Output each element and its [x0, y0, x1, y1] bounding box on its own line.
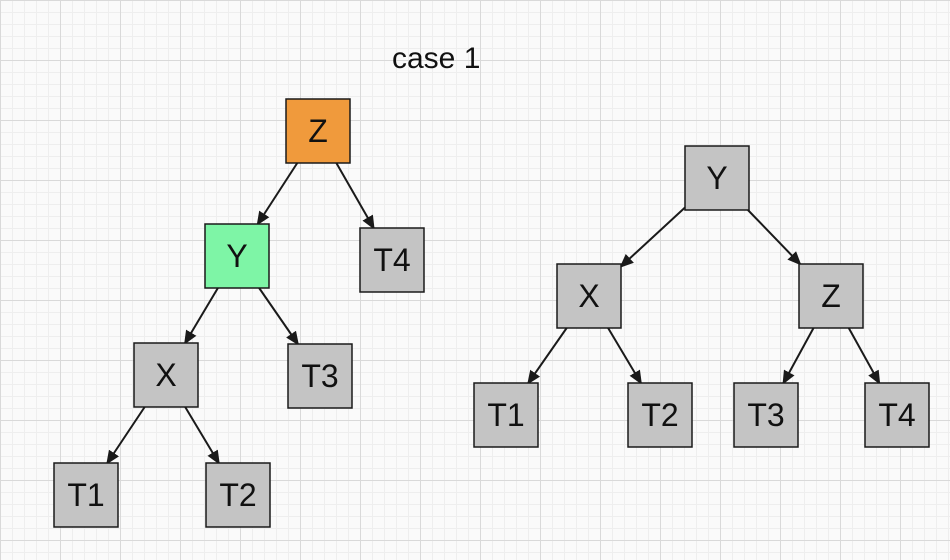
before-node-y-label: Y [226, 238, 247, 274]
before-edge-y-t3 [258, 287, 300, 346]
after-node-x: X [556, 263, 622, 329]
after-node-t2: T2 [627, 382, 693, 448]
after-edge-z-t3 [782, 327, 815, 385]
after-node-t1-label: T1 [487, 397, 524, 433]
before-node-t2: T2 [205, 462, 271, 528]
after-node-t3-box [733, 382, 799, 448]
after-node-x-label: X [578, 278, 599, 314]
before-node-y-box [204, 223, 270, 289]
after-node-t4: T4 [864, 382, 930, 448]
after-edge-x-t2 [607, 327, 642, 385]
after-node-t4-label: T4 [878, 397, 915, 433]
before-edge-z-y [256, 162, 299, 226]
before-node-z-label: Z [308, 113, 328, 149]
after-node-t4-box [864, 382, 930, 448]
after-node-z-box [798, 263, 864, 329]
before-node-t3-box [287, 343, 353, 409]
after-node-t1: T1 [473, 382, 539, 448]
before-node-t1: T1 [53, 462, 119, 528]
before-node-t2-label: T2 [219, 477, 256, 513]
before-node-z: Z [285, 98, 351, 164]
before-node-t4-label: T4 [373, 242, 410, 278]
after-node-z-label: Z [821, 278, 841, 314]
after-node-t2-label: T2 [641, 397, 678, 433]
before-node-t4: T4 [359, 227, 425, 293]
before-node-t4-box [359, 227, 425, 293]
after-edge-y-x [619, 206, 686, 268]
before-node-t3: T3 [287, 343, 353, 409]
before-edge-x-t2 [184, 406, 220, 465]
after-node-t2-box [627, 382, 693, 448]
after-node-t3: T3 [733, 382, 799, 448]
after-edge-z-t4 [847, 327, 881, 385]
after-node-y-label: Y [706, 160, 727, 196]
before-node-t3-label: T3 [301, 358, 338, 394]
after-node-t1-box [473, 382, 539, 448]
after-edge-y-z [747, 209, 802, 266]
before-edge-z-t4 [335, 162, 375, 230]
before-edge-y-x [184, 287, 219, 345]
before-node-t2-box [205, 462, 271, 528]
after-node-x-box [556, 263, 622, 329]
after-node-y-box [684, 145, 750, 211]
before-node-t1-box [53, 462, 119, 528]
before-node-x-label: X [155, 357, 176, 393]
before-node-x: X [133, 342, 199, 408]
before-node-y: Y [204, 223, 270, 289]
after-node-z: Z [798, 263, 864, 329]
diagram-title: case 1 [392, 42, 481, 75]
after-edge-x-t1 [527, 327, 568, 385]
before-node-z-box [285, 98, 351, 164]
before-node-x-box [133, 342, 199, 408]
after-node-t3-label: T3 [747, 397, 784, 433]
before-node-t1-label: T1 [67, 477, 104, 513]
after-node-y: Y [684, 145, 750, 211]
before-edge-x-t1 [106, 406, 146, 465]
